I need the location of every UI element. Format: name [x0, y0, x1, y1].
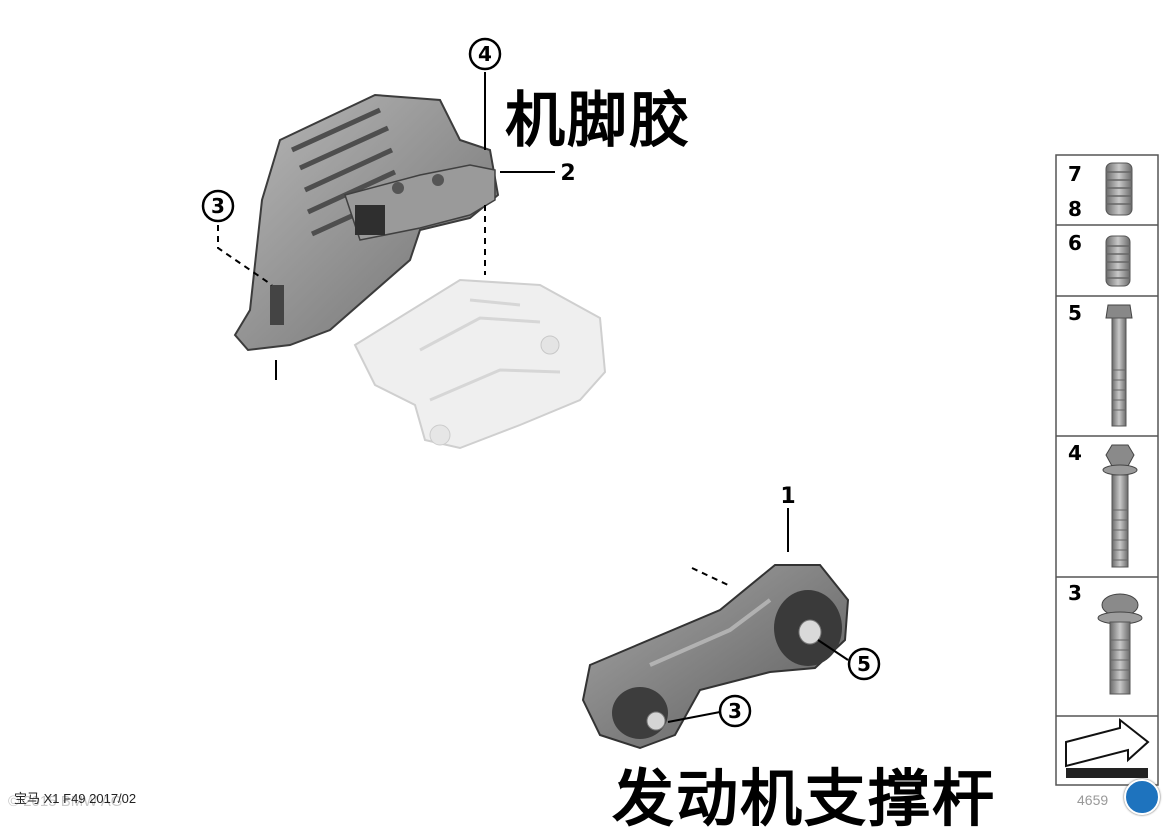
- copyright-text: © 2015 BMW AG: [8, 793, 123, 810]
- sidebar-item-6: 6: [1068, 231, 1131, 287]
- svg-text:8: 8: [1068, 197, 1082, 221]
- callout-3-bottom: 3: [718, 694, 752, 728]
- sidebar-item-5: 5: [1068, 301, 1133, 427]
- engine-mount-illustration: [233, 93, 607, 450]
- svg-text:5: 5: [857, 652, 871, 676]
- svg-text:6: 6: [1068, 231, 1082, 255]
- svg-text:1: 1: [780, 484, 795, 509]
- threaded-sleeve-long-icon: [1105, 162, 1133, 216]
- svg-text:5: 5: [1068, 301, 1082, 325]
- svg-text:4: 4: [1068, 441, 1082, 465]
- svg-text:3: 3: [728, 699, 742, 723]
- engine-strut-illustration: [581, 564, 850, 750]
- engine-strut-title: 发动机支撑杆: [612, 762, 997, 835]
- direction-arrow-icon: [1065, 717, 1150, 778]
- svg-text:3: 3: [211, 194, 225, 218]
- model-caption: 宝马 X1 F49 2017/02: [14, 791, 137, 806]
- svg-text:7: 7: [1068, 162, 1082, 186]
- parts-diagram: 4 2 3 1 5 3 7 8 6: [201, 37, 1159, 786]
- hex-flange-bolt-icon: [1102, 444, 1138, 568]
- threaded-sleeve-short-icon: [1105, 235, 1131, 287]
- torx-flange-bolt-icon: [1097, 593, 1143, 695]
- callout-5-bottom: 5: [847, 647, 881, 681]
- sidebar-item-3: 3: [1068, 581, 1143, 695]
- svg-text:4: 4: [478, 42, 492, 66]
- engine-mount-title: 机脚胶: [505, 86, 691, 156]
- long-bolt-flange-icon: [1105, 304, 1133, 427]
- watermark-logo-icon: [1124, 779, 1160, 815]
- callout-2: 2: [560, 161, 575, 186]
- diagram-number: 4659: [1077, 792, 1109, 808]
- sidebar-item-4: 4: [1068, 441, 1138, 568]
- callout-4-top: 4: [468, 37, 502, 71]
- svg-text:2: 2: [560, 161, 575, 186]
- parts-sidebar: 7 8 6 5 4: [1055, 154, 1159, 786]
- callout-1: 1: [780, 484, 795, 509]
- callout-3-top: 3: [201, 189, 235, 223]
- sidebar-item-7-8: 7 8: [1068, 162, 1133, 221]
- leader-lines: [217, 72, 849, 723]
- svg-text:3: 3: [1068, 581, 1082, 605]
